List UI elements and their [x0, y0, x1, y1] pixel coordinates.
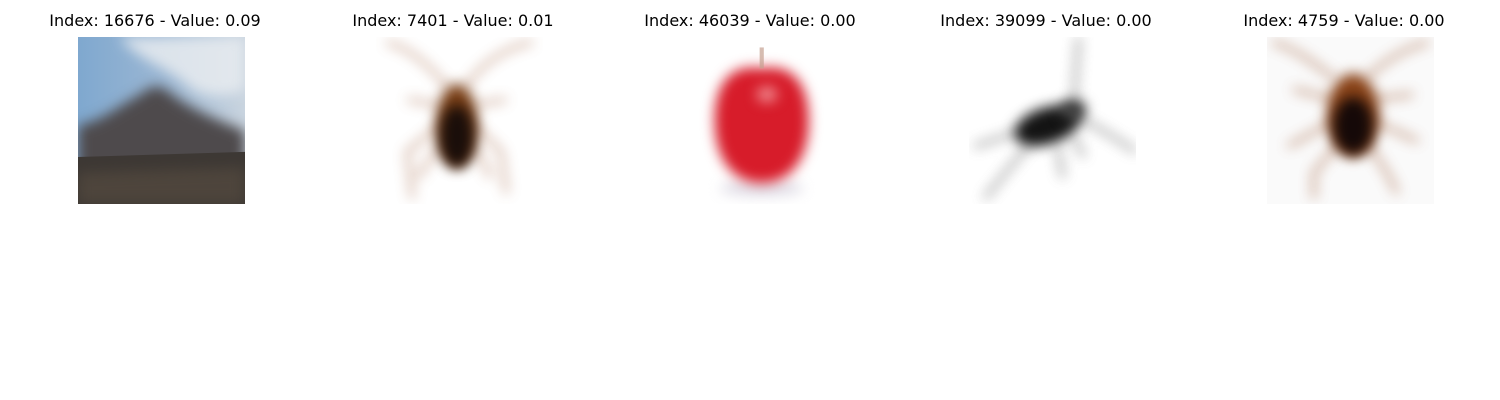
cockroach-image [1267, 37, 1434, 204]
panel-title: Index: 7401 - Value: 0.01 [352, 11, 554, 30]
image-panel-4: Index: 39099 - Value: 0.00 [896, 0, 1196, 210]
panel-title: Index: 16676 - Value: 0.09 [49, 11, 261, 30]
panel-title: Index: 39099 - Value: 0.00 [940, 11, 1152, 30]
image-panel-5: Index: 4759 - Value: 0.00 [1194, 0, 1494, 210]
mountain-landscape-image [78, 37, 245, 204]
panel-title: Index: 4759 - Value: 0.00 [1243, 11, 1445, 30]
image-panel-2: Index: 7401 - Value: 0.01 [303, 0, 603, 210]
image-panel-3: Index: 46039 - Value: 0.00 [600, 0, 900, 210]
black-insect-image [969, 37, 1136, 204]
image-panel-1: Index: 16676 - Value: 0.09 [5, 0, 305, 210]
panel-title: Index: 46039 - Value: 0.00 [644, 11, 856, 30]
red-apple-image [673, 37, 840, 204]
cockroach-image [376, 37, 543, 204]
